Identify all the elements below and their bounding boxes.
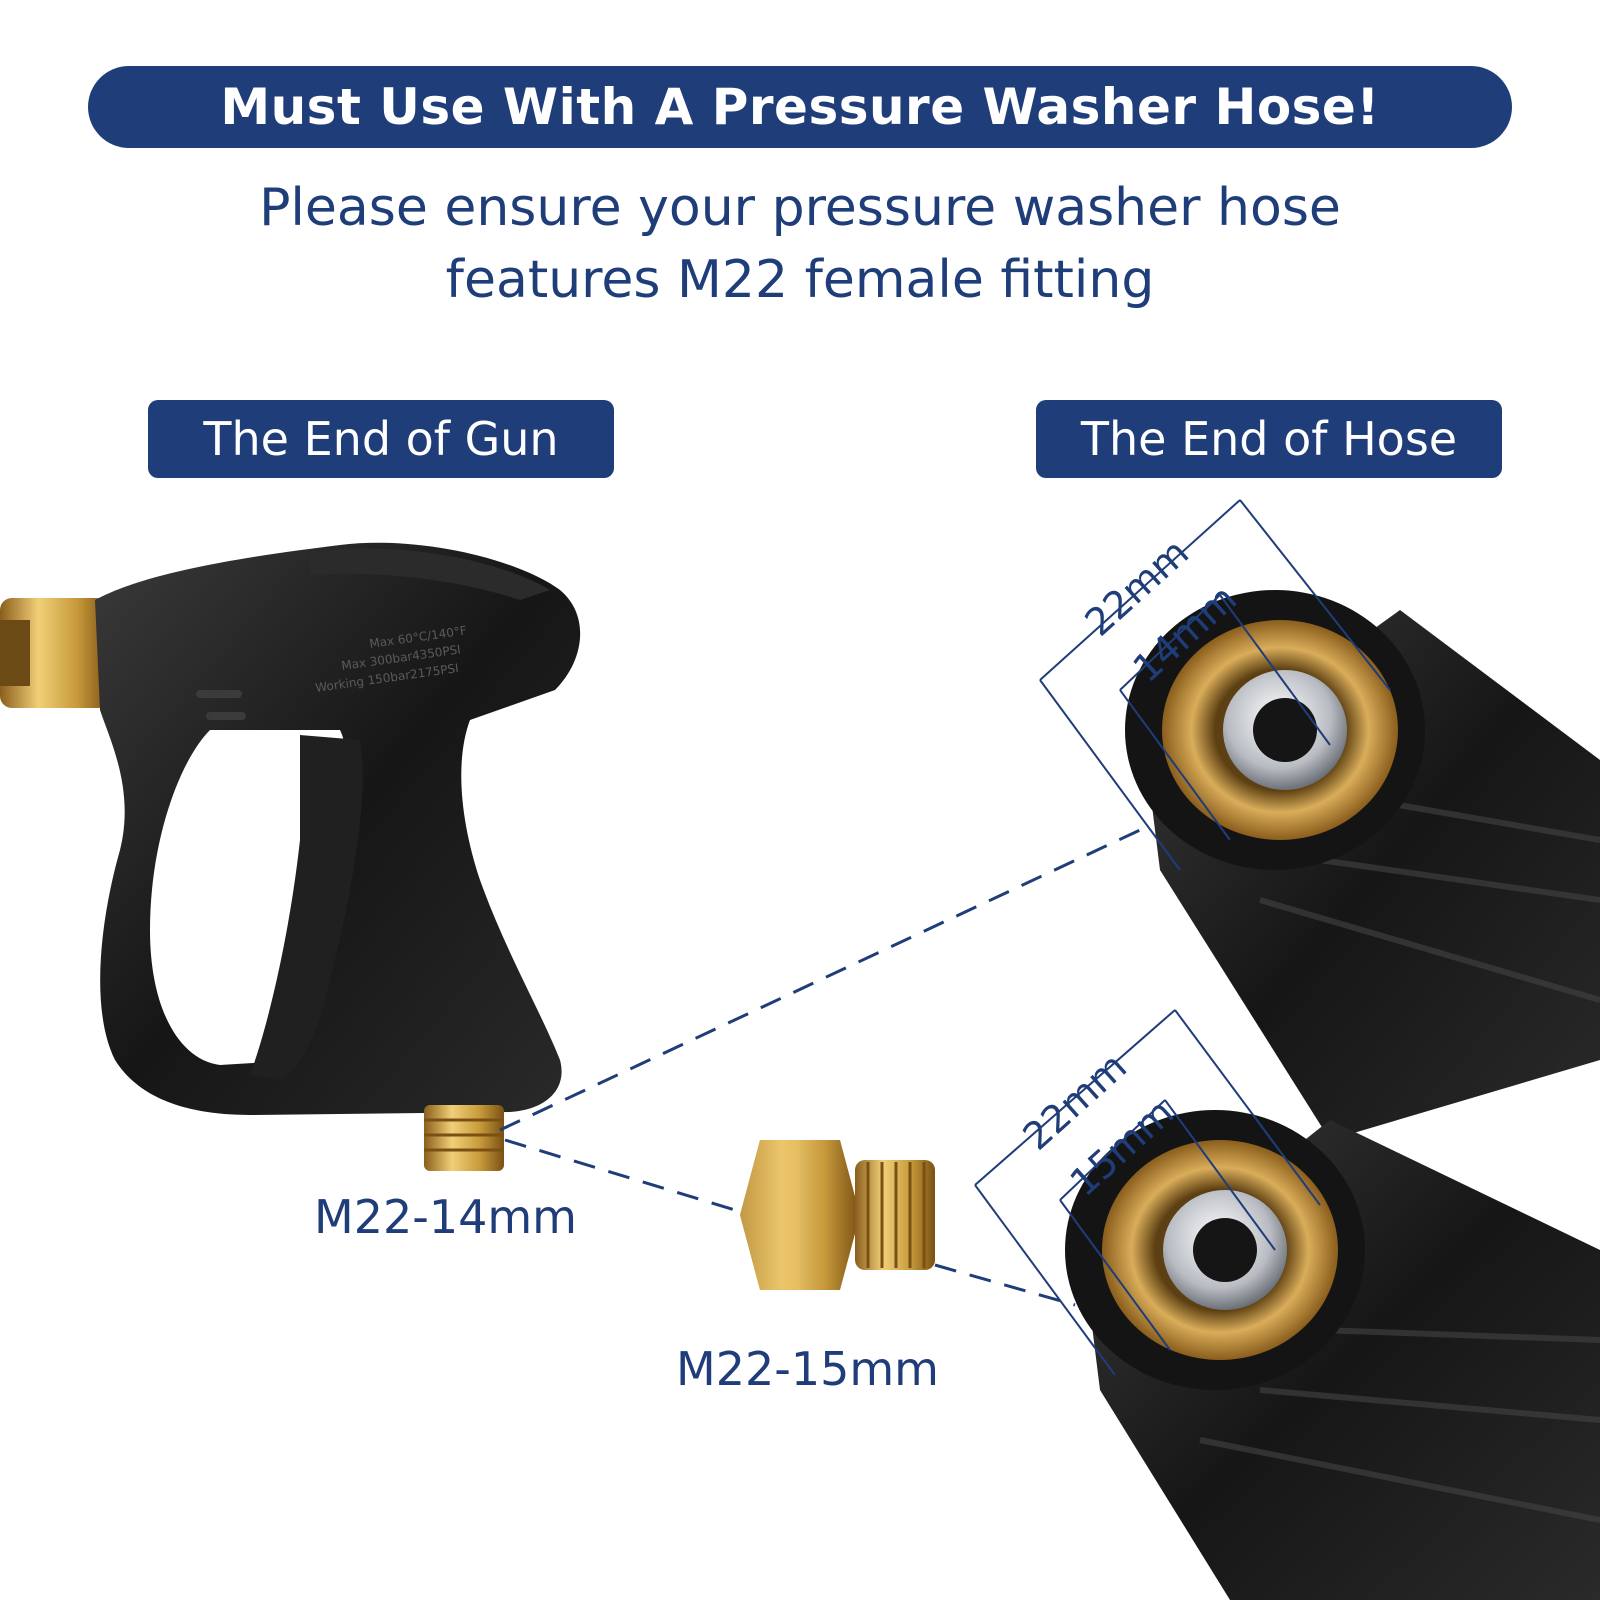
dimension-lines-bottom xyxy=(974,1009,1321,1376)
hose-end-bottom xyxy=(1065,1110,1600,1600)
adapter-label: M22-15mm xyxy=(676,1342,939,1396)
banner-title: Must Use With A Pressure Washer Hose! xyxy=(220,78,1380,136)
product-illustration: Max 60°C/140°F Max 300bar4350PSI Working… xyxy=(0,499,1600,1600)
gun-fitting-label: M22-14mm xyxy=(314,1190,577,1244)
subtitle-line-2: features M22 female fitting xyxy=(445,250,1155,310)
gun-m22-fitting xyxy=(424,1105,504,1171)
gun-trigger xyxy=(250,735,363,1080)
connection-lines xyxy=(499,828,1141,1307)
hose-end-top xyxy=(1125,590,1600,1140)
subtitle-line-1: Please ensure your pressure washer hose xyxy=(259,178,1341,238)
spray-gun: Max 60°C/140°F Max 300bar4350PSI Working… xyxy=(0,542,581,1171)
hose-end-tag: The End of Hose xyxy=(1036,400,1502,478)
brass-adapter xyxy=(740,1140,935,1290)
subtitle: Please ensure your pressure washer hose … xyxy=(0,172,1600,316)
dimension-lines-top xyxy=(1039,499,1391,871)
header-banner: Must Use With A Pressure Washer Hose! xyxy=(88,66,1512,148)
gun-end-tag: The End of Gun xyxy=(148,400,614,478)
